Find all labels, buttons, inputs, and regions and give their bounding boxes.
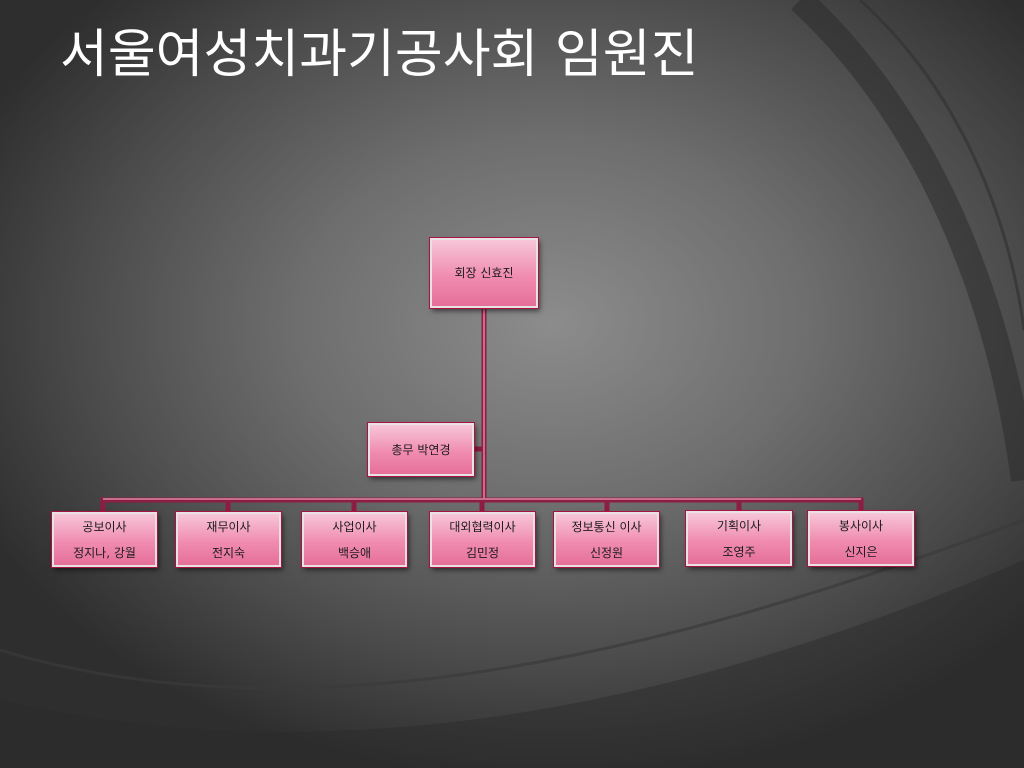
org-node-director-pr: 공보이사 정지나, 강월 (52, 512, 157, 567)
director-name: 김민정 (465, 545, 500, 560)
director-name: 전지숙 (211, 545, 246, 560)
president-label: 회장 신효진 (454, 266, 514, 280)
director-name: 신지은 (844, 544, 878, 559)
org-node-secretary: 총무 박연경 (368, 423, 474, 476)
director-name: 조영주 (722, 544, 756, 559)
org-node-director-finance: 재무이사 전지숙 (176, 512, 281, 567)
director-role: 정보통신 이사 (571, 519, 642, 534)
org-node-director-it: 정보통신 이사 신정원 (554, 512, 659, 567)
page-title: 서울여성치과기공사회 임원진 (60, 25, 699, 85)
org-node-director-planning: 기획이사 조영주 (686, 511, 792, 566)
director-name: 정지나, 강월 (73, 545, 136, 560)
org-node-director-business: 사업이사 백승애 (302, 512, 407, 567)
director-name: 백승애 (337, 545, 372, 560)
director-role: 공보이사 (82, 519, 127, 534)
org-node-director-external: 대외협력이사 김민정 (430, 512, 535, 567)
org-node-director-volunteer: 봉사이사 신지은 (808, 511, 914, 566)
director-role: 대외협력이사 (449, 519, 516, 534)
secretary-label: 총무 박연경 (391, 442, 451, 457)
director-role: 봉사이사 (838, 518, 884, 533)
org-node-president: 회장 신효진 (430, 238, 538, 308)
director-name: 신정원 (589, 545, 624, 560)
director-role: 기획이사 (716, 518, 762, 533)
director-role: 재무이사 (206, 519, 251, 534)
director-role: 사업이사 (332, 519, 377, 534)
